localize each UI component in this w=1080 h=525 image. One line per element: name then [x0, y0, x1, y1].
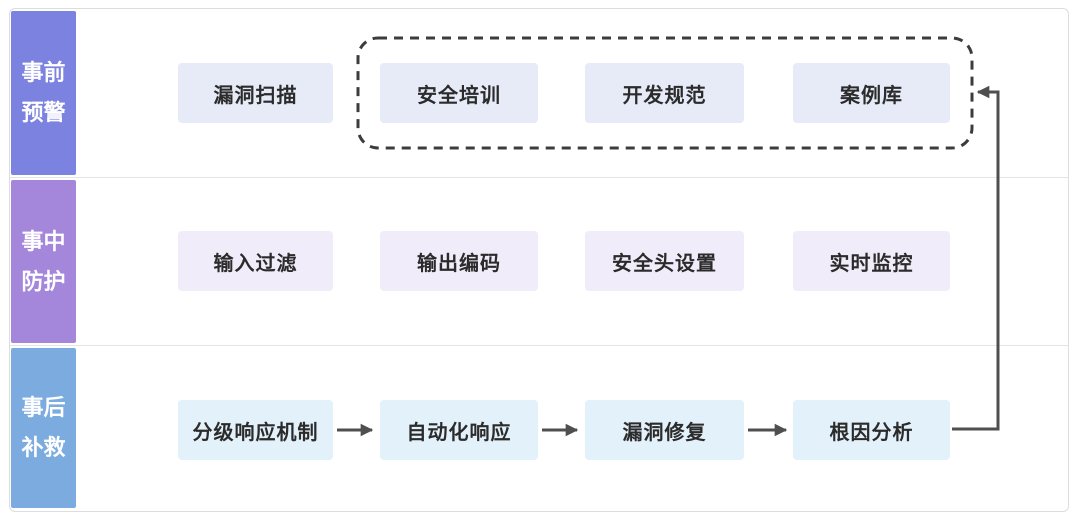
row-label-text: 事中防护 — [21, 228, 66, 294]
row-label-post-remediation: 事后补救 — [11, 348, 76, 508]
node-security-training: 安全培训 — [380, 63, 538, 123]
node-case-library: 案例库 — [793, 63, 950, 123]
node-vulnerability-scan: 漏洞扫描 — [178, 63, 333, 123]
node-root-cause-analysis: 根因分析 — [793, 400, 950, 460]
node-realtime-monitoring: 实时监控 — [793, 231, 950, 291]
row-post-remediation: 事后补救 — [10, 346, 1068, 510]
node-graded-response: 分级响应机制 — [178, 400, 333, 460]
row-label-pre-warning: 事前预警 — [11, 11, 76, 175]
row-in-event-protection: 事中防护 — [10, 178, 1068, 346]
node-automated-response: 自动化响应 — [380, 400, 538, 460]
node-dev-standards: 开发规范 — [585, 63, 744, 123]
node-output-encoding: 输出编码 — [380, 231, 538, 291]
diagram-frame: 事前预警 事中防护 事后补救 — [9, 8, 1069, 512]
row-pre-warning: 事前预警 — [10, 9, 1068, 178]
row-label-text: 事前预警 — [21, 60, 66, 125]
node-security-headers: 安全头设置 — [585, 231, 744, 291]
node-input-filter: 输入过滤 — [178, 231, 333, 291]
row-label-text: 事后补救 — [21, 395, 66, 460]
node-vulnerability-fix: 漏洞修复 — [585, 400, 744, 460]
row-label-in-event-protection: 事中防护 — [11, 180, 76, 343]
